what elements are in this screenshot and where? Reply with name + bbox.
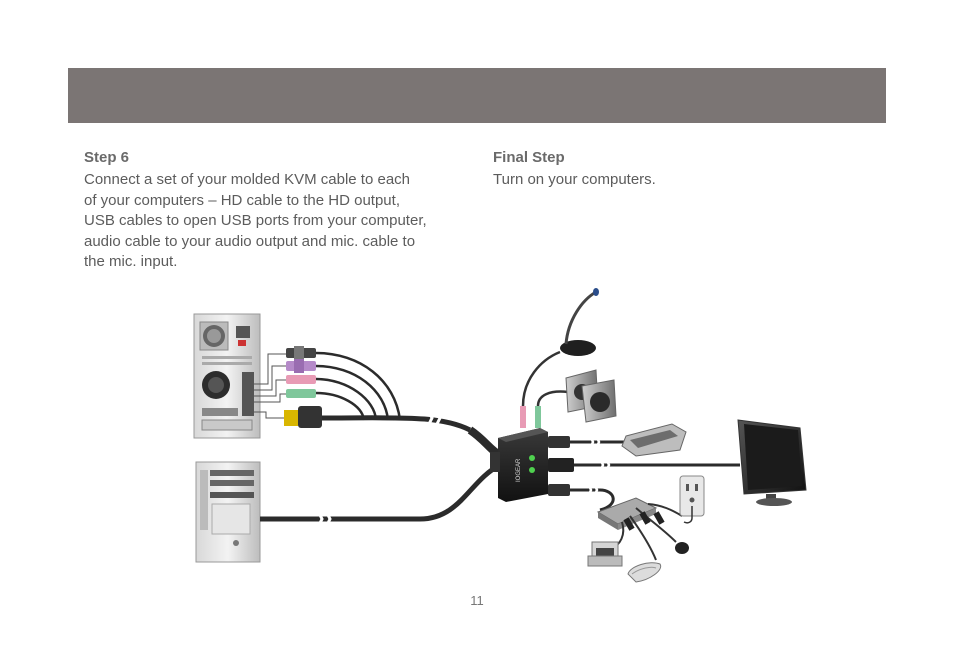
tower1-port-leads xyxy=(248,353,286,419)
page-number: 11 xyxy=(470,593,484,608)
keyboard-icon xyxy=(621,423,687,457)
tower1-main-cable xyxy=(321,415,472,433)
step6-body: Connect a set of your molded KVM cable t… xyxy=(84,171,427,270)
kvm-switch-icon: IOGEAR xyxy=(490,428,548,502)
audio-connector-icon xyxy=(286,389,316,398)
cable-break-icon xyxy=(586,434,611,498)
kvm-output-connectors xyxy=(548,436,574,496)
header-band xyxy=(68,68,886,123)
final-step-title: Final Step xyxy=(493,149,565,166)
scanner-icon xyxy=(627,562,662,583)
final-step-section: Final Step Turn on your computers. xyxy=(493,148,873,191)
computer-rear-icon xyxy=(193,313,261,439)
computer-front-icon xyxy=(195,461,261,563)
ps2-connector-icon xyxy=(286,359,316,373)
step6-section: Step 6 Connect a set of your molded KVM … xyxy=(84,148,474,273)
microphone-icon xyxy=(560,288,599,356)
step6-title: Step 6 xyxy=(84,149,130,166)
power-outlet-icon xyxy=(679,475,705,524)
tower1-main-cable-end xyxy=(467,426,503,459)
mouse-icon xyxy=(675,542,689,554)
tower2-cable xyxy=(260,462,502,522)
device-logo-text: IOGEAR xyxy=(516,458,522,482)
audio-connector-icon xyxy=(286,375,316,384)
monitor-icon xyxy=(737,419,807,506)
printer-icon xyxy=(587,541,623,567)
kvm-audio-plugs xyxy=(520,350,569,428)
cable-break-icon xyxy=(426,409,442,427)
hdmi-connector-icon xyxy=(284,406,322,428)
final-step-body: Turn on your computers. xyxy=(493,171,656,188)
cable-break-icon xyxy=(316,510,332,528)
usb-plug-icon xyxy=(623,511,665,531)
tower1-cables xyxy=(315,351,402,421)
ps2-connector-icon xyxy=(286,346,316,360)
speakers-icon xyxy=(565,369,617,423)
